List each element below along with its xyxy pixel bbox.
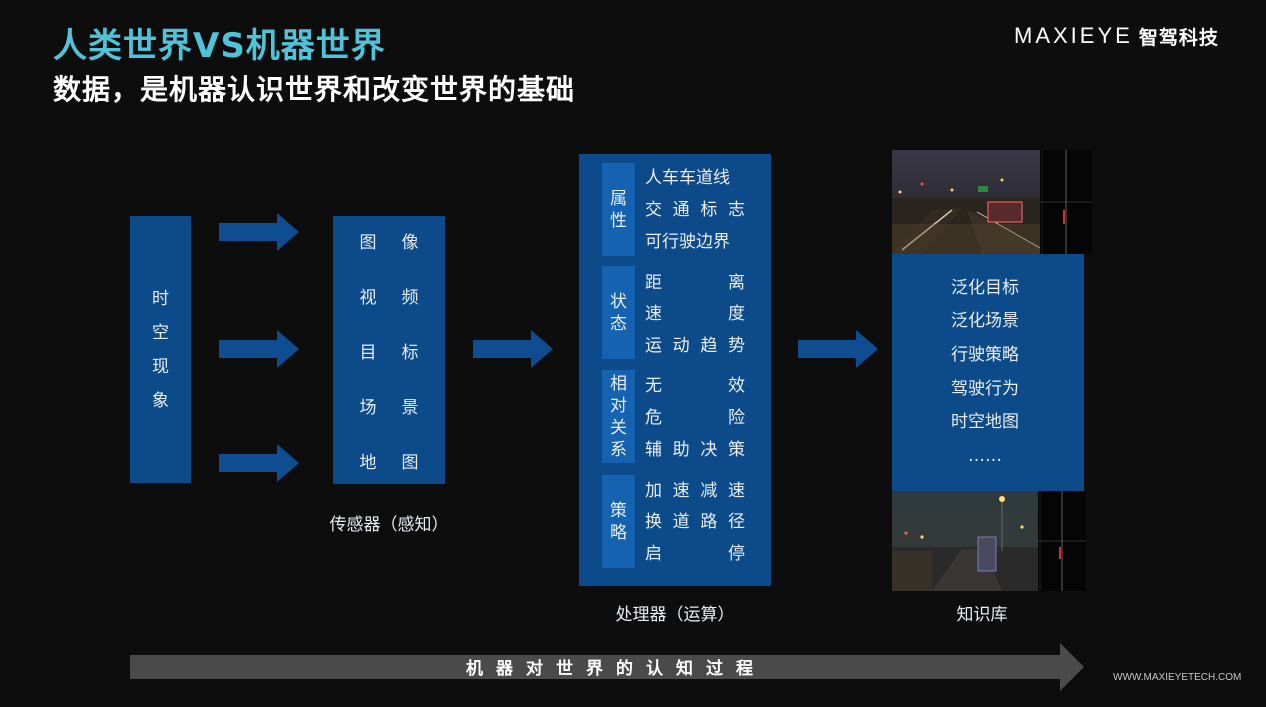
knowledge-caption: 知识库 (956, 605, 1008, 625)
processor-row-text: 可行驶边界 (645, 232, 730, 252)
knowledge-item: 时空地图 (951, 412, 1019, 433)
processor-row-text: 险 (728, 408, 745, 428)
processor-row: 可行驶边界 (645, 226, 745, 258)
sensor-item: 景 (401, 398, 419, 418)
knowledge-box: 泛化目标 泛化场景 行驶策略 驾驶行为 时空地图 …… (892, 254, 1084, 491)
processor-row: 加 速 减 速 (645, 475, 745, 507)
knowledge-item: 行驶策略 (951, 344, 1019, 365)
knowledge-item: 泛化目标 (951, 277, 1019, 298)
processor-row-text: 启 (645, 544, 662, 564)
logo-text-en: MAXIEYE (1014, 23, 1133, 48)
processor-group-label: 状态 (602, 266, 635, 359)
processor-row-text: 速 (672, 481, 690, 501)
processor-row-text: 无 (645, 376, 662, 396)
road-camera-image-top (892, 150, 1092, 254)
knowledge-item: …… (968, 445, 1002, 466)
page-subtitle: 数据，是机器认识世界和改变世界的基础 (53, 73, 576, 106)
phenomena-char: 空 (152, 322, 169, 343)
processor-row: 距 离 (645, 267, 745, 299)
sensor-item: 场 (359, 398, 377, 418)
processor-row-text: 辅 (645, 440, 662, 460)
processor-row: 人车车道线 (645, 162, 745, 194)
processor-row-text: 加 (645, 481, 662, 501)
arrow-right-icon (798, 330, 878, 368)
phenomena-box: 时 空 现 象 (130, 216, 191, 483)
knowledge-item: 驾驶行为 (951, 378, 1019, 399)
sensor-item: 像 (401, 233, 419, 253)
sensor-caption: 传感器（感知） (329, 515, 449, 535)
processor-group-label: 相对关系 (602, 370, 635, 463)
processor-row-text: 势 (727, 336, 745, 356)
processor-row-text: 标 (700, 200, 718, 220)
arrow-right-icon (219, 444, 299, 482)
processor-row-text: 危 (645, 408, 662, 428)
sensor-item: 图 (401, 453, 419, 473)
footer-url: WWW.MAXIEYETECH.COM (1113, 672, 1242, 683)
processor-row-text: 换 (645, 512, 662, 532)
logo-text-cn: 智驾科技 (1138, 26, 1219, 49)
processor-row-text: 策 (727, 440, 745, 460)
processor-row: 启 停 (645, 538, 745, 570)
processor-row-text: 效 (728, 376, 745, 396)
process-arrow (130, 643, 1086, 695)
brand-logo: MAXIEYE 智驾科技 (1014, 22, 1219, 50)
processor-row-text: 速 (727, 481, 745, 501)
processor-group-label: 策略 (602, 475, 635, 568)
sensor-item-list: 图 像 视 频 目 标 场 景 地 图 (347, 216, 431, 491)
sensor-item: 地 (359, 453, 377, 473)
phenomena-char: 时 (152, 288, 169, 309)
processor-row: 无 效 (645, 370, 745, 402)
phenomena-char: 象 (152, 390, 169, 411)
processor-row-text: 动 (672, 336, 690, 356)
road-camera-image-bottom (892, 491, 1086, 591)
arrow-right-icon (219, 330, 299, 368)
processor-row: 速 度 (645, 298, 745, 330)
processor-row-text: 决 (700, 440, 718, 460)
knowledge-item: 泛化场景 (951, 311, 1019, 332)
processor-row-text: 道 (672, 512, 690, 532)
process-arrow-label: 机器对世界的认知过程 (466, 659, 766, 679)
processor-row: 交 通 标 志 (645, 194, 745, 226)
processor-row-text: 速 (645, 304, 662, 324)
processor-row-text: 停 (728, 544, 745, 564)
processor-row-text: 距 (645, 273, 662, 293)
processor-row-text: 助 (672, 440, 690, 460)
processor-row-text: 交 (645, 200, 662, 220)
arrow-right-icon (219, 213, 299, 251)
processor-row-text: 运 (645, 336, 662, 356)
knowledge-item-list: 泛化目标 泛化场景 行驶策略 驾驶行为 时空地图 …… (951, 272, 1019, 474)
processor-row-text: 离 (728, 273, 745, 293)
sensor-item: 视 (359, 288, 377, 308)
processor-row: 危 险 (645, 402, 745, 434)
processor-caption: 处理器（运算） (615, 605, 735, 625)
sensor-item: 图 (359, 233, 377, 253)
processor-row-text: 志 (727, 200, 745, 220)
processor-group-label: 属性 (602, 163, 635, 256)
sensor-box: 图 像 视 频 目 标 场 景 地 图 (333, 216, 445, 484)
processor-row: 辅 助 决 策 (645, 434, 745, 466)
processor-row-text: 减 (700, 481, 718, 501)
page-title: 人类世界VS机器世界 (53, 26, 386, 66)
processor-row-text: 路 (700, 512, 718, 532)
sensor-item: 目 (359, 343, 377, 363)
processor-row-text: 径 (727, 512, 745, 532)
sensor-item: 标 (401, 343, 419, 363)
processor-row-text: 通 (672, 200, 690, 220)
arrow-right-icon (473, 330, 553, 368)
processor-row: 运 动 趋 势 (645, 330, 745, 362)
sensor-item: 频 (401, 288, 419, 308)
processor-row-text: 度 (728, 304, 745, 324)
phenomena-char: 现 (152, 356, 169, 377)
processor-row-text: 趋 (700, 336, 718, 356)
processor-row: 换 道 路 径 (645, 506, 745, 538)
processor-row-text: 人车车道线 (645, 168, 730, 188)
